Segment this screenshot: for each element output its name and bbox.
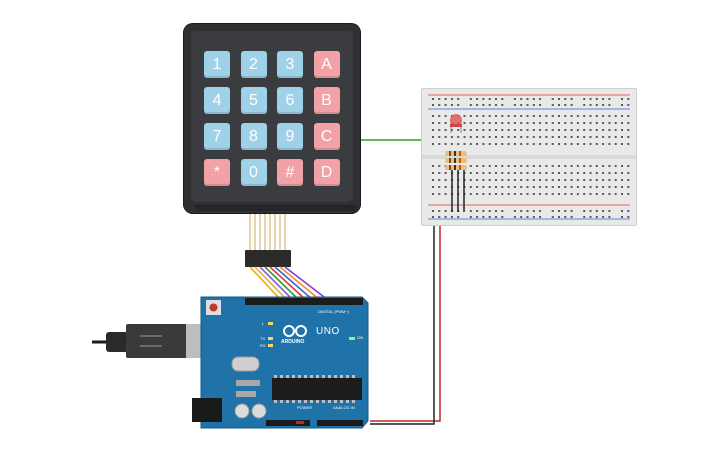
analog-label: ANALOG IN [333,405,355,410]
analog-header [317,420,363,426]
key-9[interactable]: 9 [277,123,303,150]
key-2[interactable]: 2 [240,51,267,78]
key-6[interactable]: 6 [277,87,303,114]
tx-label: TX [260,336,266,341]
arduino-brand-label: ARDUINO [281,339,305,345]
key-star[interactable]: * [204,159,230,186]
uno-label: UNO [316,326,340,337]
arduino-logo-icon [283,325,307,337]
keypad-tail [195,205,357,211]
breadboard[interactable] [421,88,637,226]
black-ground-wire[interactable] [370,212,435,425]
rx-label: RX [260,343,266,348]
resistors[interactable] [445,151,467,170]
atmega-chip [272,378,362,400]
keypad-header [245,250,291,267]
keypad-ribbon [249,214,286,250]
key-d[interactable]: D [313,159,340,186]
power-jack [192,398,222,422]
arduino-board[interactable] [192,296,369,429]
key-3[interactable]: 3 [277,51,303,78]
led[interactable] [450,114,462,133]
key-1[interactable]: 1 [204,51,230,78]
key-4[interactable]: 4 [204,87,230,114]
key-7[interactable]: 7 [204,123,230,150]
digital-header [245,298,363,305]
key-b[interactable]: B [313,87,340,114]
l-label: L [262,321,265,326]
digital-label: DIGITAL (PWM~) [318,309,349,314]
key-hash[interactable]: # [277,159,303,186]
power-header [266,420,310,426]
key-a[interactable]: A [313,51,340,78]
key-0[interactable]: 0 [240,159,267,186]
key-8[interactable]: 8 [240,123,267,150]
breadboard-holes [422,94,636,220]
key-c[interactable]: C [313,123,340,150]
power-led [349,337,355,340]
key-5[interactable]: 5 [240,87,267,114]
keypad-to-arduino-wires[interactable] [249,266,329,301]
reset-button [209,303,218,312]
red-power-wire[interactable] [370,212,441,422]
breadboard-jumpers [451,170,465,212]
power-label: POWER [297,405,313,410]
usb-cable[interactable] [92,324,208,358]
on-label: ON [357,335,363,340]
